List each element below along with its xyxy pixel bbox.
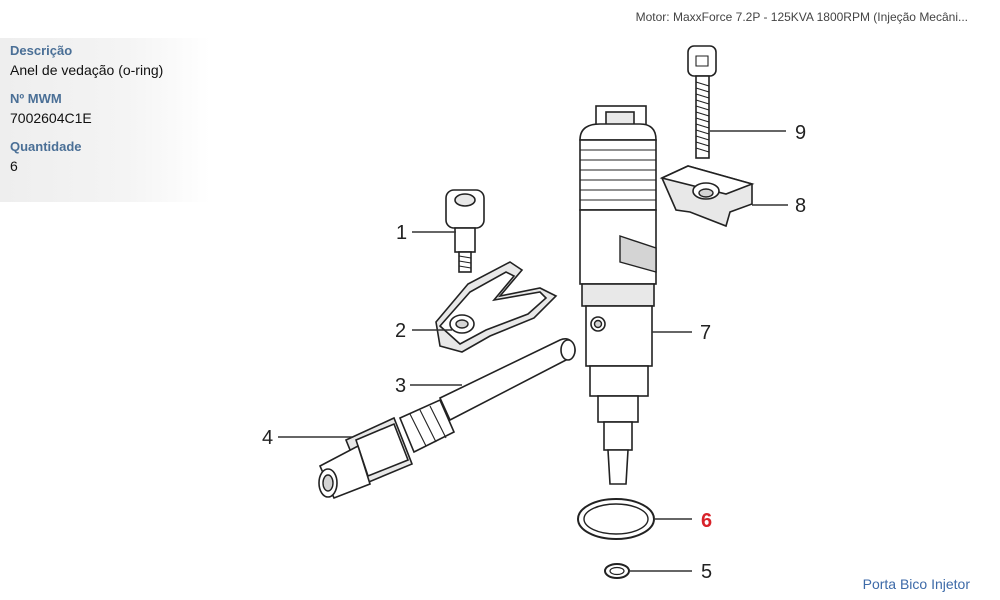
callout-5[interactable]: 5: [701, 561, 712, 583]
part-9-bolt[interactable]: [687, 45, 717, 159]
part-4-connector[interactable]: [318, 398, 456, 500]
callout-2[interactable]: 2: [395, 320, 406, 342]
part-2-fork-clamp[interactable]: [435, 261, 558, 353]
callout-6[interactable]: 6: [701, 510, 712, 532]
part-3-pressure-tube[interactable]: [438, 338, 576, 422]
part-details-panel: Descrição Anel de vedação (o-ring) Nº MW…: [0, 38, 210, 202]
callout-9[interactable]: 9: [795, 122, 806, 144]
callout-3[interactable]: 3: [395, 375, 406, 397]
callout-1[interactable]: 1: [396, 222, 407, 244]
part-6-o-ring[interactable]: [577, 498, 655, 540]
quantity-value: 6: [10, 158, 18, 174]
quantity-block: Quantidade 6: [0, 137, 210, 176]
description-label: Descrição: [10, 43, 73, 58]
callout-4[interactable]: 4: [262, 427, 273, 449]
part-8-clamp[interactable]: [659, 165, 755, 228]
part-1-bolt[interactable]: [445, 189, 485, 273]
mwm-number-value: 7002604C1E: [10, 110, 92, 126]
part-5-small-o-ring[interactable]: [604, 563, 630, 579]
mwm-number-block: Nº MWM 7002604C1E: [0, 89, 210, 128]
engine-title: Motor: MaxxForce 7.2P - 125KVA 1800RPM (…: [635, 10, 968, 24]
part-7-injector[interactable]: [579, 105, 657, 485]
quantity-label: Quantidade: [10, 139, 82, 154]
group-link[interactable]: Porta Bico Injetor: [862, 576, 970, 592]
mwm-number-label: Nº MWM: [10, 91, 62, 106]
description-block: Descrição Anel de vedação (o-ring): [0, 38, 210, 80]
callout-8[interactable]: 8: [795, 195, 806, 217]
description-value: Anel de vedação (o-ring): [10, 62, 164, 78]
callout-7[interactable]: 7: [700, 322, 711, 344]
